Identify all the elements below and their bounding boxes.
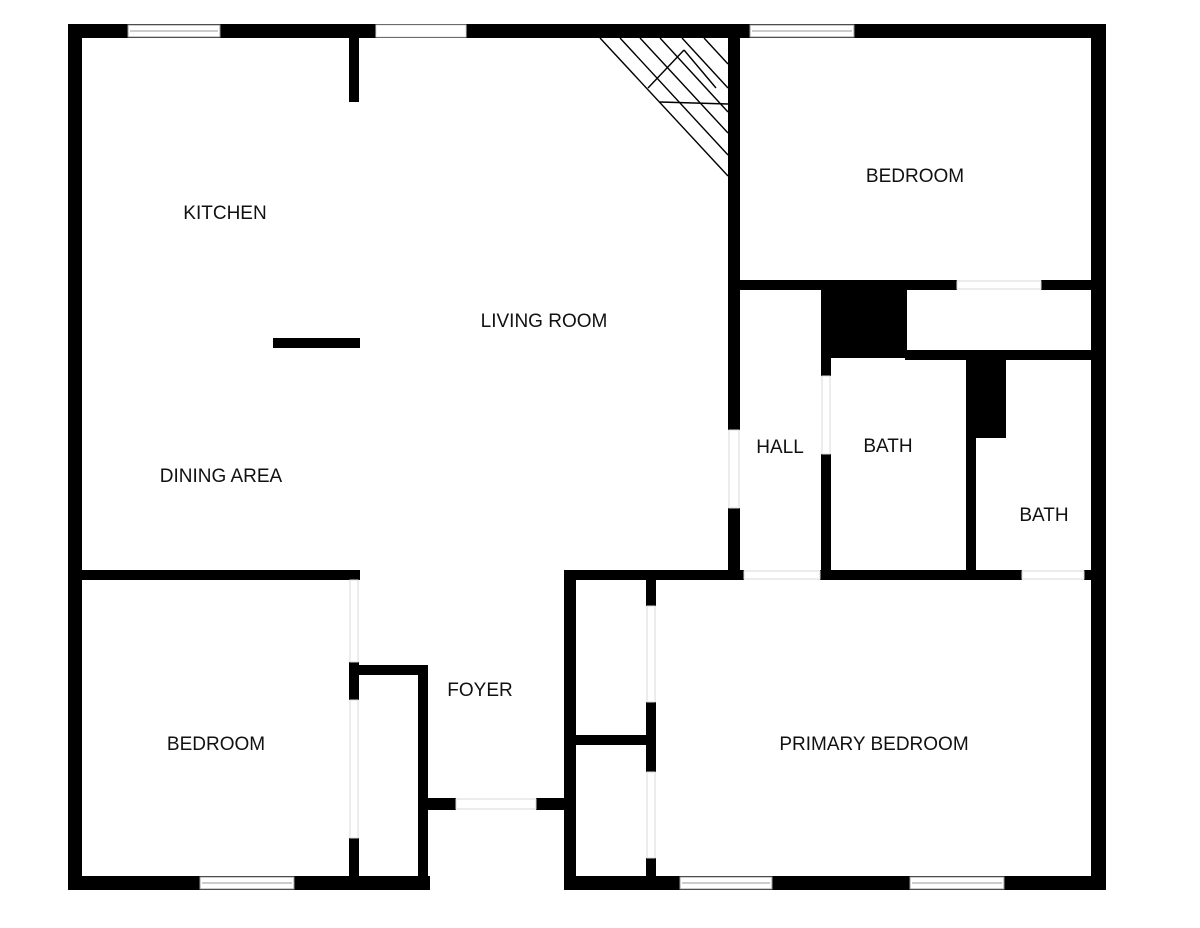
door-bedroom-closet-lower: [349, 699, 359, 839]
exterior-wall-left: [68, 24, 82, 890]
room-label-dining-area: DINING AREA: [160, 466, 283, 487]
kitchen-wall-stub: [349, 38, 359, 102]
door-top-living: [375, 24, 467, 38]
closet-south-wall: [905, 350, 1091, 360]
foyer-east-wall: [564, 570, 576, 890]
staircase: [599, 37, 729, 177]
bedroom-upper-south-wall-left: [740, 280, 824, 290]
room-label-bedroom-upper: BEDROOM: [866, 166, 964, 187]
exterior-wall-bottom-right: [564, 876, 1106, 890]
door-hall-bath: [821, 375, 831, 455]
window-bedroom-upper: [749, 24, 855, 38]
exterior-wall-top: [68, 24, 1106, 38]
interior-walls: [68, 38, 1094, 890]
room-label-primary-bedroom: PRIMARY BEDROOM: [779, 734, 968, 755]
window-primary-right: [909, 876, 1005, 890]
primary-closet-wall-bottom: [646, 858, 656, 878]
primary-bedroom-north-wall-b: [820, 570, 1022, 580]
bedroom-lower-east-wall-b: [349, 838, 359, 878]
primary-bedroom-north-wall-c: [1084, 570, 1094, 580]
door-front-entry: [455, 798, 537, 810]
room-label-foyer: FOYER: [447, 680, 512, 701]
room-label-bath-2: BATH: [1019, 505, 1068, 526]
entry-jamb-left: [418, 798, 456, 810]
window-primary-left: [679, 876, 773, 890]
door-bedroom-closet: [956, 280, 1042, 290]
foyer-closet-east-wall: [418, 665, 428, 890]
door-openings: [349, 24, 1085, 859]
room-label-living-room: LIVING ROOM: [481, 311, 608, 332]
living-room-east-wall-lower: [728, 508, 740, 580]
exterior-wall-right: [1091, 24, 1106, 890]
closet-block: [821, 280, 907, 358]
exterior-walls: [68, 24, 1106, 890]
window-kitchen: [127, 24, 221, 38]
door-living-hall: [728, 429, 740, 509]
bedroom-upper-south-wall-right: [1041, 280, 1091, 290]
primary-bedroom-north-wall-a: [566, 570, 744, 580]
room-label-bath-1: BATH: [863, 436, 912, 457]
door-primary-closet-lower: [646, 771, 656, 859]
room-label-hall: HALL: [756, 437, 804, 458]
door-primary-closet-upper: [646, 605, 656, 703]
foyer-closet-north-wall: [349, 665, 428, 675]
room-labels: KITCHEN LIVING ROOM DINING AREA BEDROOM …: [160, 166, 1069, 755]
bedroom-lower-east-wall-a: [349, 662, 359, 700]
room-label-bedroom-lower: BEDROOM: [167, 734, 265, 755]
living-room-east-wall-upper: [728, 38, 740, 430]
primary-closet-wall-top: [646, 576, 656, 606]
primary-closet-divider: [576, 735, 654, 745]
hall-east-wall-lower: [821, 454, 831, 580]
bedroom-upper-south-wall-mid: [905, 280, 957, 290]
kitchen-island: [273, 338, 360, 348]
door-hall-primary: [743, 570, 821, 580]
bath-closet-block: [976, 358, 1006, 438]
door-dining-bedroom: [349, 579, 359, 663]
windows: [127, 24, 1005, 890]
dining-area-south-wall: [68, 570, 360, 580]
door-bath-primary: [1021, 570, 1085, 580]
hall-east-wall-upper: [821, 358, 831, 376]
room-label-kitchen: KITCHEN: [183, 203, 266, 224]
bath-divider-wall: [966, 358, 976, 580]
window-bedroom-lower: [199, 876, 295, 890]
